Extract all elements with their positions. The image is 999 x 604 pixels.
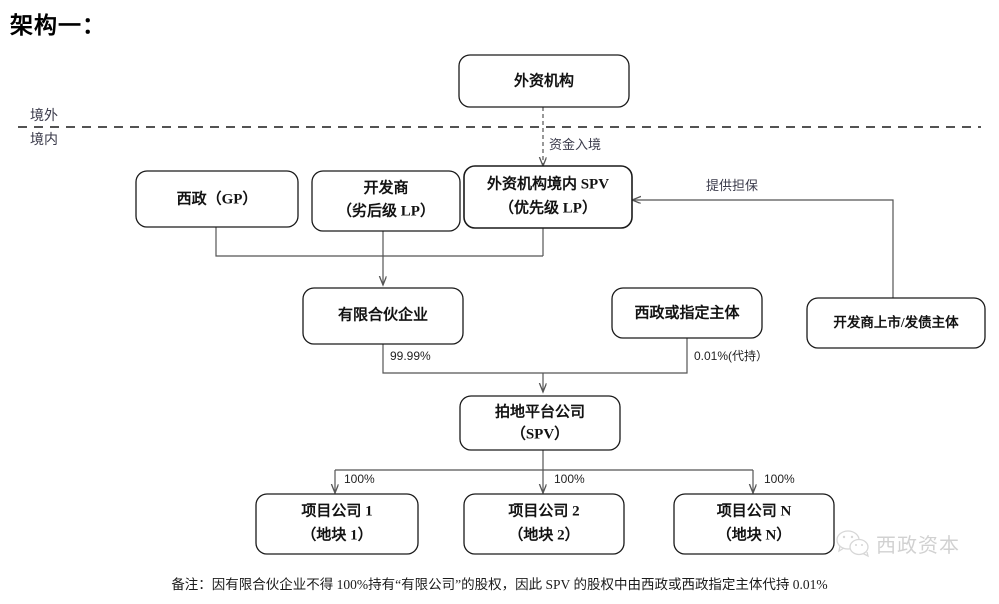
node-developer-lp-label-line2: （劣后级 LP） (337, 201, 435, 219)
node-land-platform-spv-label-line2: （SPV） (511, 424, 569, 442)
edge-label-stake-pc2: 100% (554, 472, 585, 486)
edge-label-lp-stake: 99.99% (390, 349, 431, 363)
watermark: 西政资本 (836, 528, 960, 558)
node-developer-listed-entity-label: 开发商上市/发债主体 (833, 314, 959, 330)
edge-gp-to-lp-bus (215, 227, 543, 257)
wechat-icon (836, 530, 869, 558)
node-developer-lp-label-line1: 开发商 (363, 178, 408, 196)
node-project-company-1[interactable]: 项目公司 1 （地块 1） (255, 493, 419, 555)
node-foreign-domestic-spv[interactable]: 外资机构境内 SPV （优先级 LP） (463, 165, 633, 229)
node-project-company-n-label-line2: （地块 N） (717, 525, 792, 543)
page-title: 架构一： (10, 12, 106, 38)
node-foreign-institution[interactable]: 外资机构 (458, 54, 630, 108)
node-project-company-2-label-line2: （地块 2） (508, 525, 579, 543)
node-project-company-1-label-line1: 项目公司 1 (301, 502, 372, 519)
region-label-overseas: 境外 (30, 108, 58, 124)
edge-designated-stake-to-spv (543, 338, 688, 374)
region-label-domestic: 境内 (30, 132, 58, 148)
node-xizheng-gp-label: 西政（GP） (177, 189, 258, 207)
watermark-label: 西政资本 (876, 534, 960, 557)
edge-lp-stake-to-spv (382, 344, 543, 374)
node-project-company-2-label-line1: 项目公司 2 (508, 502, 579, 519)
edge-label-stake-pcn: 100% (764, 472, 795, 486)
node-xizheng-designated-label: 西政或指定主体 (634, 303, 740, 321)
footnote: 备注：因有限合伙企业不得 100%持有“有限公司”的股权，因此 SPV 的股权中… (171, 577, 828, 592)
node-project-company-n[interactable]: 项目公司 N （地块 N） (673, 493, 835, 555)
edge-label-stake-pc1: 100% (344, 472, 375, 486)
node-foreign-domestic-spv-label-line1: 外资机构境内 SPV (486, 174, 609, 192)
node-xizheng-designated[interactable]: 西政或指定主体 (611, 287, 763, 339)
node-developer-listed-entity[interactable]: 开发商上市/发债主体 (806, 297, 986, 349)
edge-label-capital-inflow: 资金入境 (549, 137, 601, 152)
node-land-platform-spv-label-line1: 拍地平台公司 (495, 402, 585, 420)
node-land-platform-spv[interactable]: 拍地平台公司 （SPV） (459, 395, 621, 451)
node-foreign-institution-label: 外资机构 (513, 71, 574, 89)
edge-label-provide-guarantee: 提供担保 (706, 178, 758, 193)
node-developer-lp[interactable]: 开发商 （劣后级 LP） (311, 170, 461, 232)
node-limited-partnership-label: 有限合伙企业 (338, 305, 428, 323)
node-project-company-1-label-line2: （地块 1） (301, 525, 372, 543)
node-project-company-n-label-line1: 项目公司 N (717, 502, 792, 519)
node-xizheng-gp[interactable]: 西政（GP） (135, 170, 299, 228)
node-project-company-2[interactable]: 项目公司 2 （地块 2） (463, 493, 625, 555)
node-foreign-domestic-spv-label-line2: （优先级 LP） (499, 198, 597, 216)
edge-provide-guarantee (632, 200, 894, 298)
node-limited-partnership[interactable]: 有限合伙企业 (302, 287, 464, 345)
edge-label-designated-stake: 0.01%(代持） (694, 348, 768, 363)
